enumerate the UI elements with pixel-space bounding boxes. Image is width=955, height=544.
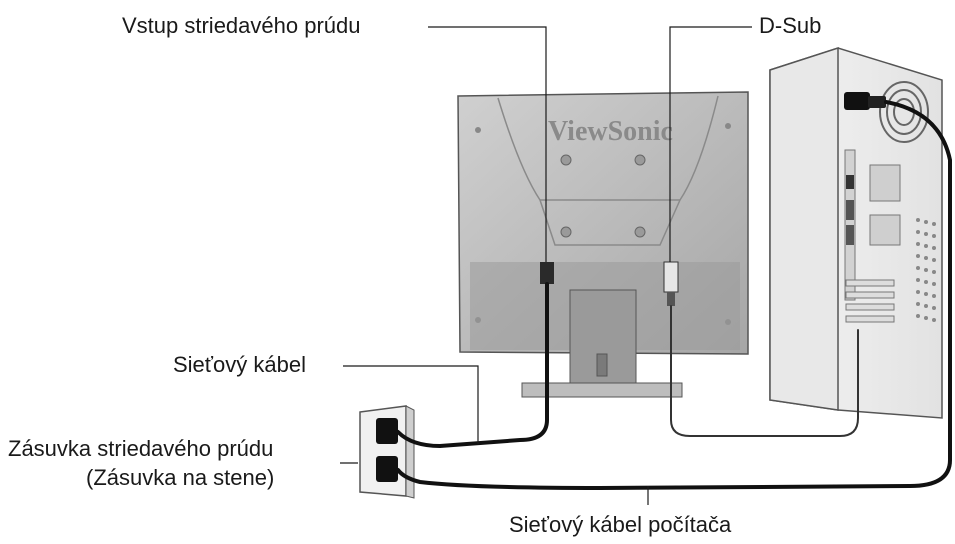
vent-holes	[916, 218, 936, 322]
leader-lines	[340, 26, 752, 505]
monitor-stand	[521, 289, 683, 398]
dsub-cable	[670, 305, 859, 437]
vesa-screw-holes	[560, 154, 646, 238]
ac-input-label: Vstup striedavého prúdu	[122, 13, 361, 38]
fan-grille	[879, 81, 929, 143]
wall-outlet-sublabel: (Zásuvka na stene)	[86, 465, 275, 490]
computer-power-socket	[844, 92, 886, 110]
cables	[396, 100, 952, 491]
monitor-power-cable	[396, 282, 549, 449]
expansion-slots	[845, 279, 895, 323]
outlet-plug-bottom	[376, 456, 398, 482]
outlet-plug-top	[376, 418, 398, 444]
computer-power-cable	[396, 100, 952, 491]
monitor: ViewSonic	[457, 91, 749, 398]
ac-input-port	[540, 262, 554, 284]
computer-power-cable-label: Sieťový kábel počítača	[509, 512, 732, 537]
brand-logo: ViewSonic	[548, 116, 673, 147]
dsub-label: D-Sub	[759, 13, 822, 38]
dsub-port	[663, 261, 679, 306]
computer-tower	[769, 46, 943, 419]
power-cable-label: Sieťový kábel	[173, 352, 306, 377]
wall-outlet-label: Zásuvka striedavého prúdu	[8, 436, 274, 461]
wall-outlet	[359, 405, 415, 499]
